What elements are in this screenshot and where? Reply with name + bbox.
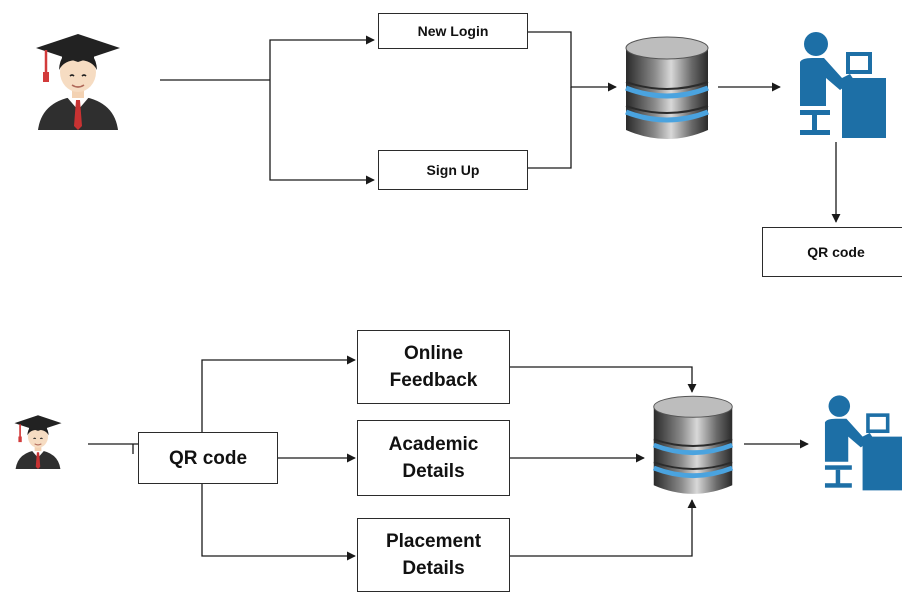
academic-details-box: Academic Details [357,420,510,496]
placement-details-label: Placement Details [385,531,482,579]
graduate-student-icon [26,30,130,130]
database-icon [620,34,714,144]
new-login-label: New Login [417,23,489,39]
academic-details-label: Academic Details [388,434,479,482]
placement-details-box: Placement Details [357,518,510,592]
admin-at-desk-icon [790,30,886,138]
sign-up-label: Sign Up [426,162,480,178]
new-login-box: New Login [378,13,528,49]
edge-split-to-sign-up [269,80,375,185]
database-bottom-icon [648,392,738,500]
edge-new-login-to-db [528,31,617,92]
qr-code-output-box: QR code [762,227,902,277]
sign-up-box: Sign Up [378,150,528,190]
online-feedback-label: Online Feedback [389,343,478,391]
qr-code-input-label: QR code [168,447,248,469]
edge-qr-to-online [201,355,356,432]
edge-sign-up-to-join [528,87,572,169]
edge-qr-to-placement [201,484,356,561]
edge-online-to-db [510,366,697,393]
edge-placement-to-db [510,499,697,557]
admin-at-desk-bottom-icon [816,390,902,494]
online-feedback-box: Online Feedback [357,330,510,404]
edge-split-to-new-login [269,35,375,80]
qr-code-input-box: QR code [138,432,278,484]
graduate-student-small-icon [10,412,66,470]
qr-code-output-label: QR code [807,244,865,260]
